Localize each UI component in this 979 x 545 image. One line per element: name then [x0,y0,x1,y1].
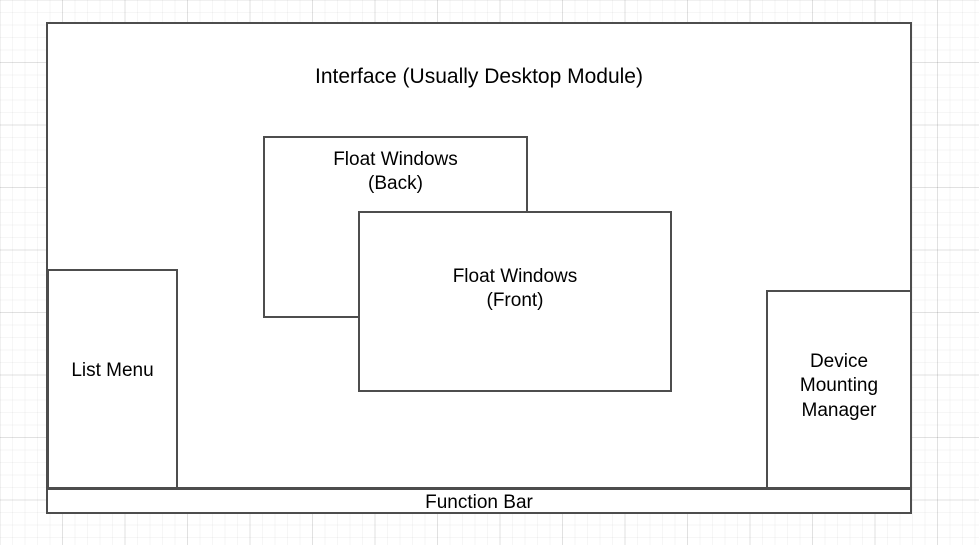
device-mounting-manager-label: Device Mounting Manager [799,351,879,421]
function-bar-box[interactable]: Function Bar [46,488,912,514]
float-window-back-label: Float Windows (Back) [333,149,458,195]
list-menu-box[interactable]: List Menu [47,269,178,489]
float-window-front-label: Float Windows (Front) [452,266,578,312]
list-menu-label: List Menu [71,360,154,381]
float-window-front-box[interactable]: Float Windows (Front) [358,211,672,392]
function-bar-label: Function Bar [425,492,533,513]
interface-container-label: Interface (Usually Desktop Module) [315,65,643,88]
device-mounting-manager-box[interactable]: Device Mounting Manager [766,290,912,489]
